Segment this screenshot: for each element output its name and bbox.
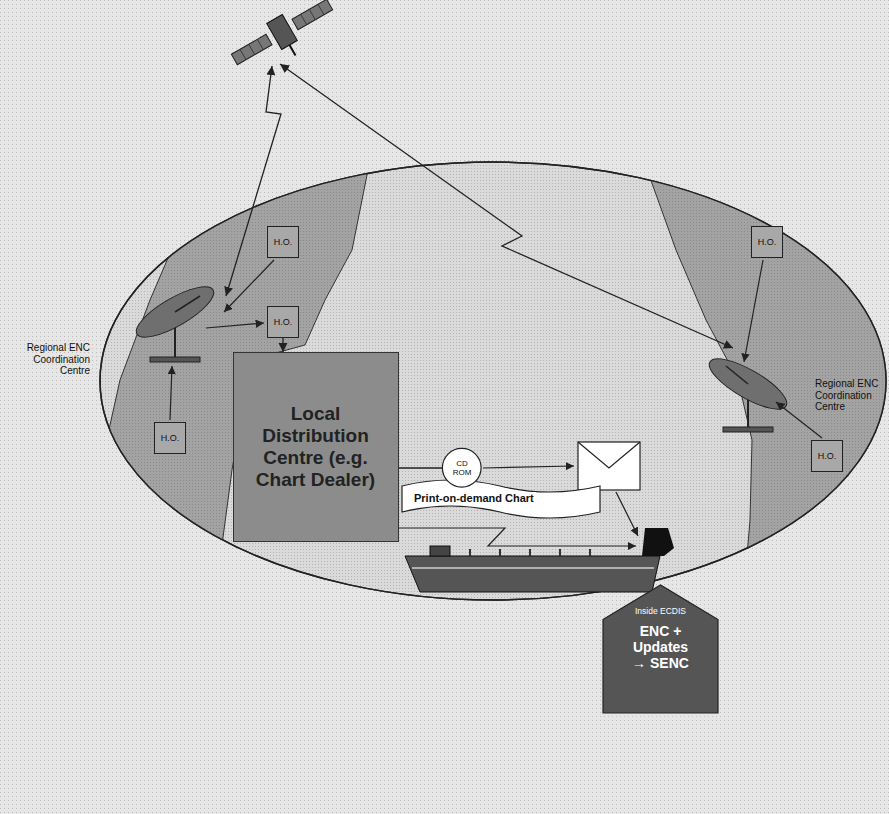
connector (399, 467, 443, 468)
dish-feed (175, 296, 200, 312)
ship-hull (405, 556, 660, 592)
node-text: Inside ECDIS (635, 607, 686, 617)
chart-sheet (402, 480, 600, 518)
node-text: ENC + Updates → SENC (625, 623, 697, 671)
circle-outline (443, 449, 482, 488)
dish-base (723, 427, 773, 432)
node-text: H.O. (274, 237, 293, 247)
ho-box: H.O. (154, 422, 186, 454)
ho-box: H.O. (267, 226, 299, 258)
data-arrow (170, 366, 172, 420)
deck-house (430, 546, 450, 556)
deck-fittings (470, 549, 590, 556)
ho-box: H.O. (751, 226, 783, 258)
dish-reflector (703, 350, 793, 418)
distribution-box: Local Distribution Centre (e.g. Chart De… (233, 352, 399, 542)
node-text: H.O. (818, 451, 837, 461)
node-text: Local Distribution Centre (e.g. Chart De… (242, 403, 390, 490)
land-regions (60, 150, 889, 640)
satellite (227, 0, 343, 83)
hull-stripe (412, 567, 654, 569)
ecdis-box: Inside ECDIS ENC + Updates → SENC (603, 585, 718, 713)
delivery-arrow (483, 466, 574, 468)
ho-box: H.O. (267, 306, 299, 338)
ho-box: H.O. (811, 440, 843, 472)
satellite-antenna (290, 45, 296, 55)
pentagon-outline (603, 585, 718, 713)
data-arrow (224, 260, 274, 312)
node-text: CD ROM (448, 459, 476, 477)
chart-label: Print-on-demand Chart (412, 492, 536, 505)
delivery-arrow (398, 528, 636, 546)
world-outline (100, 162, 886, 600)
connector (282, 338, 283, 352)
data-arrow (744, 260, 763, 362)
node-text: H.O. (161, 433, 180, 443)
satellite-body (267, 15, 298, 50)
dish-feed (726, 366, 748, 384)
dish-reflector (130, 278, 220, 346)
centre-label: Regional ENC Coordination Centre (6, 342, 90, 377)
dish-base (150, 357, 200, 362)
envelope (578, 442, 640, 490)
node-text: H.O. (758, 237, 777, 247)
envelope-flap (578, 442, 640, 468)
satellite-dish (703, 350, 793, 432)
panel-grid (240, 4, 324, 59)
data-arrow (206, 323, 264, 328)
satellite-link (280, 64, 733, 348)
node-text: H.O. (274, 317, 293, 327)
satellite-dish (130, 278, 220, 362)
delivery-arrow (616, 492, 638, 536)
envelope-body (578, 442, 640, 490)
cd-rom-circle: CD ROM (442, 448, 481, 487)
ship (405, 528, 674, 592)
centre-label: Regional ENC Coordination Centre (815, 378, 883, 413)
ship-bridge (642, 528, 674, 556)
